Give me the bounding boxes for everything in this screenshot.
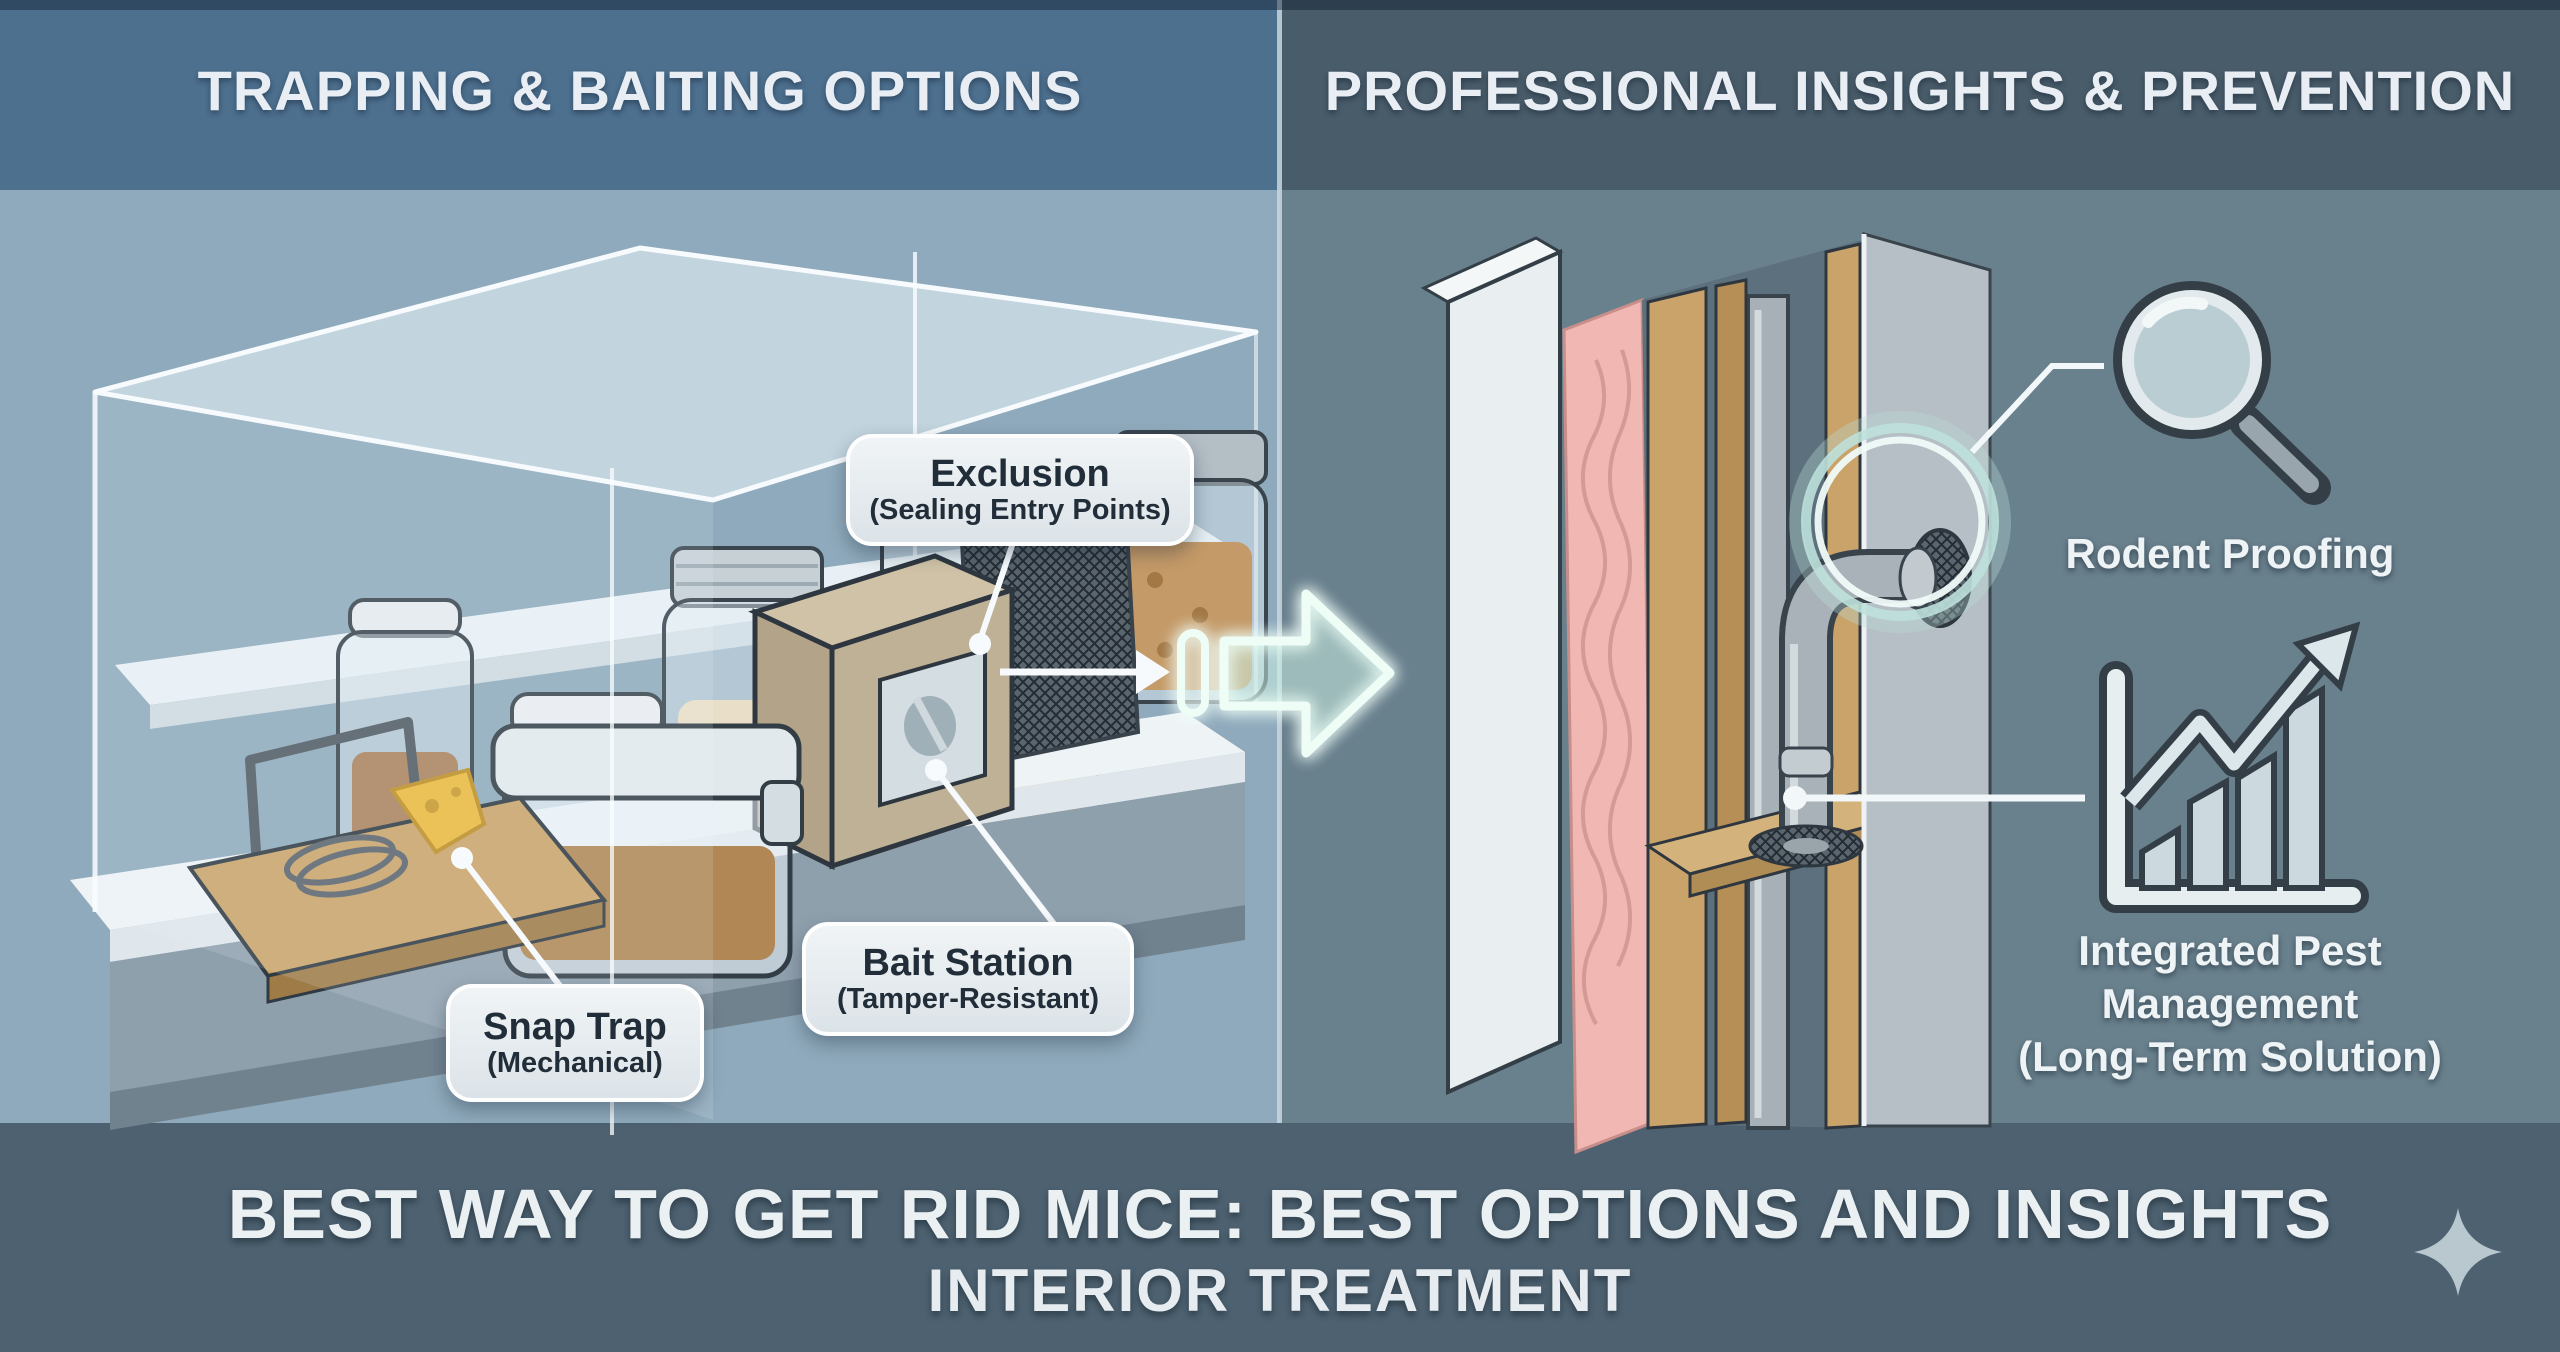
left-panel-title: TRAPPING & BAITING OPTIONS bbox=[197, 59, 1083, 122]
sparkle-icon bbox=[2414, 1208, 2502, 1296]
wall-stud bbox=[1646, 286, 1708, 1130]
drywall-panel bbox=[1862, 232, 1992, 1128]
right-header-band bbox=[1280, 0, 2560, 190]
rodent-proofing-label: Rodent Proofing bbox=[2065, 530, 2395, 577]
growth-chart-icon bbox=[2099, 621, 2369, 913]
elbow-pipe bbox=[1778, 549, 1938, 848]
snap-trap-callout: Snap Trap (Mechanical) bbox=[446, 984, 704, 1102]
snap-trap-title: Snap Trap bbox=[483, 1005, 667, 1048]
left-callout-connectors bbox=[451, 539, 1170, 988]
top-edge-shadow bbox=[0, 0, 2560, 10]
footer-subtitle: INTERIOR TREATMENT bbox=[927, 1257, 1633, 1324]
wall-stud bbox=[1714, 278, 1748, 1126]
highlight-circle-icon bbox=[1789, 411, 2011, 633]
ipm-line-1: Integrated Pest bbox=[2078, 927, 2382, 974]
ipm-line-3: (Long-Term Solution) bbox=[2018, 1033, 2442, 1080]
neon-arrow-icon bbox=[1177, 589, 1395, 758]
insulation bbox=[1562, 297, 1656, 1155]
right-callout-connectors bbox=[1783, 363, 2104, 810]
ipm-line-2: Management bbox=[2101, 980, 2359, 1027]
panel-divider bbox=[1277, 0, 1282, 1123]
left-header-band bbox=[0, 0, 1280, 190]
exclusion-callout: Exclusion (Sealing Entry Points) bbox=[846, 434, 1194, 546]
exclusion-title: Exclusion bbox=[930, 452, 1110, 495]
bait-station-subtitle: (Tamper-Resistant) bbox=[836, 982, 1100, 1015]
wall-cutaway bbox=[1420, 232, 1992, 1155]
footer-band bbox=[0, 1123, 2560, 1352]
ipm-label: Integrated Pest Management (Long-Term So… bbox=[2018, 924, 2442, 1083]
snap-trap-subtitle: (Mechanical) bbox=[487, 1046, 663, 1079]
exclusion-subtitle: (Sealing Entry Points) bbox=[869, 493, 1171, 526]
footer-title: BEST WAY TO GET RID MICE: BEST OPTIONS A… bbox=[227, 1175, 2333, 1253]
case-front-glass bbox=[92, 392, 713, 1135]
right-panel-title: PROFESSIONAL INSIGHTS & PREVENTION bbox=[1324, 59, 2516, 122]
bait-station-title: Bait Station bbox=[862, 941, 1074, 984]
magnifier-icon bbox=[2113, 281, 2331, 505]
snap-trap bbox=[186, 717, 608, 1004]
bait-station-callout: Bait Station (Tamper-Resistant) bbox=[802, 922, 1134, 1036]
